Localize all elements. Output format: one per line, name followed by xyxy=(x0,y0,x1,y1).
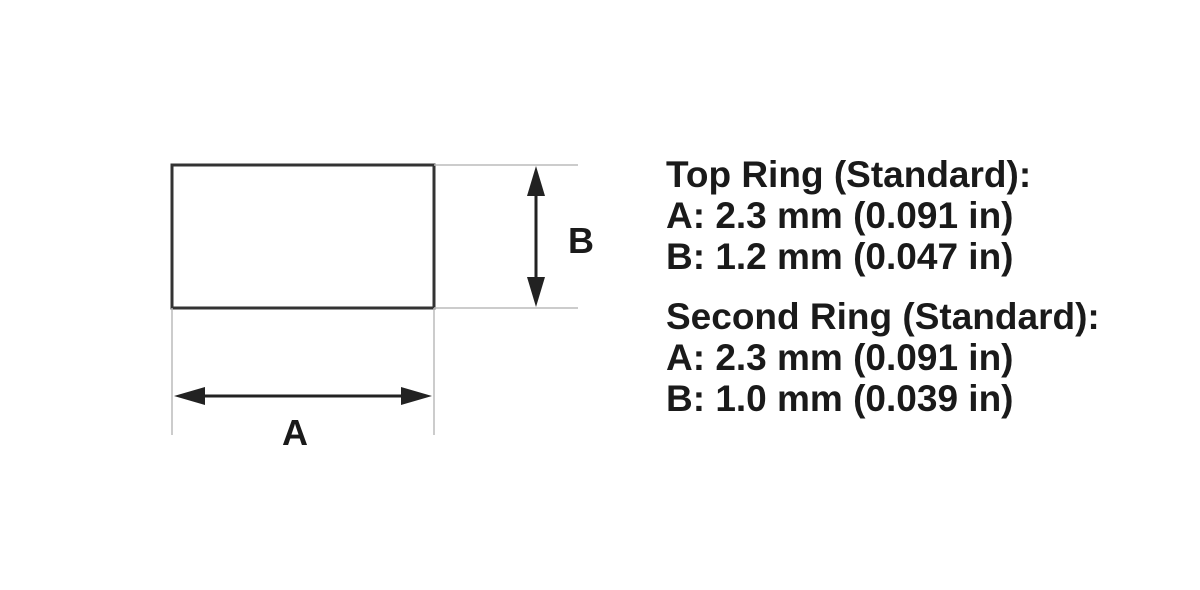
spec-dimension-b: B: 1.2 mm (0.047 in) xyxy=(666,236,1014,277)
spec-dimension-a: A: 2.3 mm (0.091 in) xyxy=(666,337,1014,378)
dimension-arrow-a xyxy=(174,387,432,405)
spec-dimension-a: A: 2.3 mm (0.091 in) xyxy=(666,195,1014,236)
top-ring-spec: Top Ring (Standard): A: 2.3 mm (0.091 in… xyxy=(666,154,1100,277)
dimension-label-a: A xyxy=(282,412,308,453)
dimension-label-b: B xyxy=(568,220,594,261)
spec-title: Second Ring (Standard): xyxy=(666,296,1100,337)
ring-cross-section xyxy=(170,163,436,310)
spec-title: Top Ring (Standard): xyxy=(666,154,1032,195)
dimension-arrow-b xyxy=(527,166,545,307)
spec-dimension-b: B: 1.0 mm (0.039 in) xyxy=(666,378,1014,419)
second-ring-spec: Second Ring (Standard): A: 2.3 mm (0.091… xyxy=(666,296,1100,419)
ring-specifications: Top Ring (Standard): A: 2.3 mm (0.091 in… xyxy=(666,154,1100,419)
ring-cross-section-diagram: B A xyxy=(170,163,594,453)
